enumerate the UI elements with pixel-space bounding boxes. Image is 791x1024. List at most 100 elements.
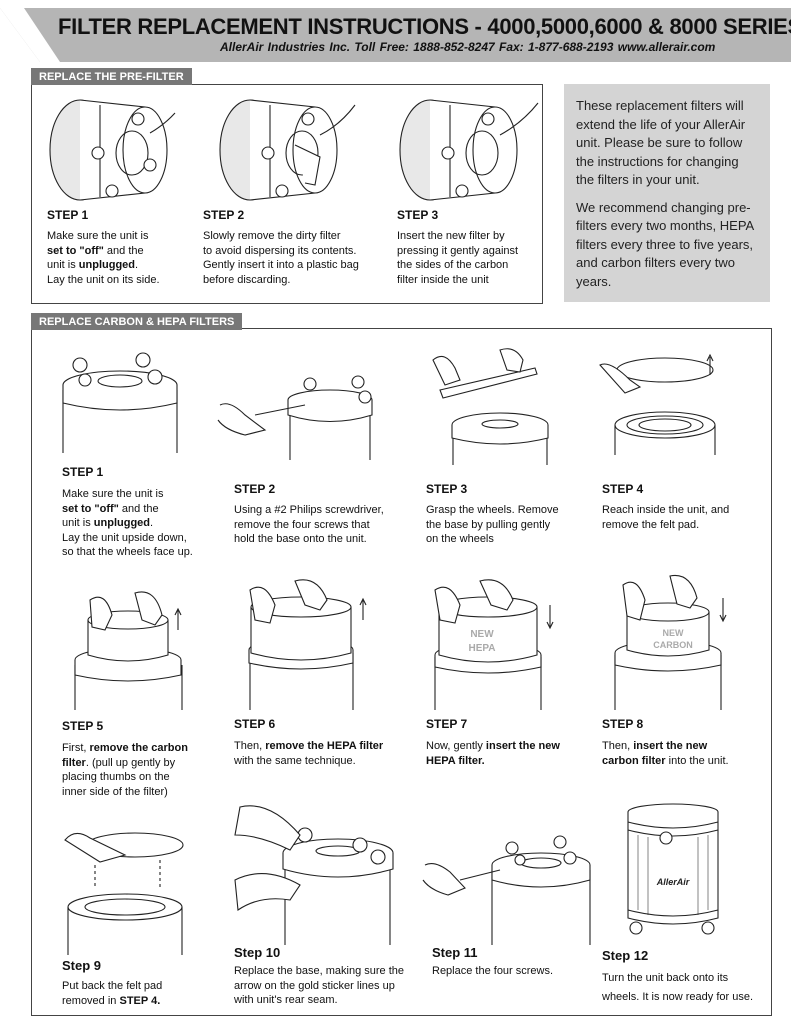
carbon-step-11-illustration [420,830,595,945]
new-carbon-label-1: NEW [663,628,685,638]
step-text-line: remove the felt pad. [602,518,767,533]
page-title: FILTER REPLACEMENT INSTRUCTIONS - 4000,5… [58,14,791,40]
contact-info: AllerAir Industries Inc. Toll Free: 1888… [220,40,715,54]
step-text-line: unit is unplugged. [62,516,212,531]
emphasis: HEPA filter. [426,755,485,767]
step-title: STEP 2 [234,482,419,496]
info-box: These replacement filters will extend th… [564,84,770,302]
step-text-line: HEPA filter. [426,754,591,769]
carbon-step-12-illustration: AllerAir [618,800,728,940]
step-text-line: arrow on the gold sticker lines up [234,979,424,994]
carbon-step-7: STEP 7 Now, gently insert the newHEPA fi… [426,717,591,768]
emphasis: unplugged [94,517,150,529]
emphasis: remove the HEPA filter [265,740,383,752]
step-text-line: Lay the unit on its side. [47,273,197,288]
step-text-line: so that the wheels face up. [62,545,212,560]
step-text: Grasp the wheels. Removethe base by pull… [426,503,591,547]
step-text-line: Using a #2 Philips screwdriver, [234,503,419,518]
carbon-step-2-illustration [210,370,385,460]
step-text-line: Grasp the wheels. Remove [426,503,591,518]
step-title: STEP 8 [602,717,767,731]
info-paragraph-1: These replacement filters will extend th… [564,84,770,190]
step-text-line: Put back the felt pad [62,979,212,994]
step-text-line: placing thumbs on the [62,770,212,785]
brand-logo-text: AllerAir [656,877,690,887]
step-text-line: removed in STEP 4. [62,994,212,1009]
carbon-step-10-illustration [230,795,400,945]
step-title: STEP 7 [426,717,591,731]
step-text-line: before discarding. [203,273,388,288]
new-hepa-label-1: NEW [470,629,494,640]
step-text-line: inner side of the filter) [62,785,212,800]
emphasis: insert the new [633,740,707,752]
carbon-step-6-illustration [235,575,370,710]
step-text-line: Then, remove the HEPA filter [234,739,419,754]
step-text-line: to avoid dispersing its contents. [203,244,388,259]
step-title: STEP 3 [426,482,591,496]
step-text-line: Lay the unit upside down, [62,531,212,546]
emphasis: carbon filter [602,755,666,767]
step-text-line: Then, insert the new [602,739,767,754]
step-text-line: Replace the four screws. [432,964,597,979]
step-text-line: with the same technique. [234,754,419,769]
emphasis: set to "off" [62,503,119,515]
step-text-line: Turn the unit back onto its [602,969,767,988]
prefilter-illustration-1 [40,95,180,205]
step-text-line: the sides of the carbon [397,258,542,273]
step-text-line: Slowly remove the dirty filter [203,229,388,244]
prefilter-illustration-3 [390,95,540,205]
emphasis: unplugged [79,259,135,271]
step-text-line: Replace the base, making sure the [234,964,424,979]
info-paragraph-2: We recommend changing pre-filters every … [564,190,770,292]
step-title: Step 10 [234,945,424,960]
step-title: STEP 1 [62,465,212,479]
carbon-step-5-illustration [70,585,190,710]
step-text-line: wheels. It is now ready for use. [602,988,767,1007]
step-text-line: Make sure the unit is [47,229,197,244]
step-text: Insert the new filter bypressing it gent… [397,229,542,287]
prefilter-section-label: REPLACE THE PRE-FILTER [31,68,192,85]
step-title: STEP 3 [397,208,542,222]
carbon-hepa-section-label: REPLACE CARBON & HEPA FILTERS [31,313,242,330]
step-text: Make sure the unit isset to "off" and th… [62,487,212,560]
emphasis: remove the carbon [90,742,188,754]
step-title: STEP 6 [234,717,419,731]
step-text-line: Reach inside the unit, and [602,503,767,518]
step-title: STEP 2 [203,208,388,222]
step-title: Step 12 [602,948,767,963]
step-title: STEP 4 [602,482,767,496]
carbon-step-10: Step 10 Replace the base, making sure th… [234,945,424,1008]
carbon-step-2: STEP 2 Using a #2 Philips screwdriver,re… [234,482,419,547]
carbon-step-1-illustration [55,345,190,455]
emphasis: insert the new [486,740,560,752]
emphasis: STEP 4. [119,995,160,1007]
carbon-step-8-illustration: NEW CARBON [605,570,740,710]
step-text-line: unit is unplugged. [47,258,197,273]
step-text-line: hold the base onto the unit. [234,532,419,547]
carbon-step-7-illustration: NEW HEPA [425,575,560,710]
step-text-line: Gently insert it into a plastic bag [203,258,388,273]
carbon-step-3-illustration [425,340,560,465]
step-title: Step 11 [432,945,597,960]
carbon-step-9-illustration [60,810,190,955]
step-title: STEP 1 [47,208,197,222]
step-text-line: filter inside the unit [397,273,542,288]
step-title: STEP 5 [62,719,212,733]
